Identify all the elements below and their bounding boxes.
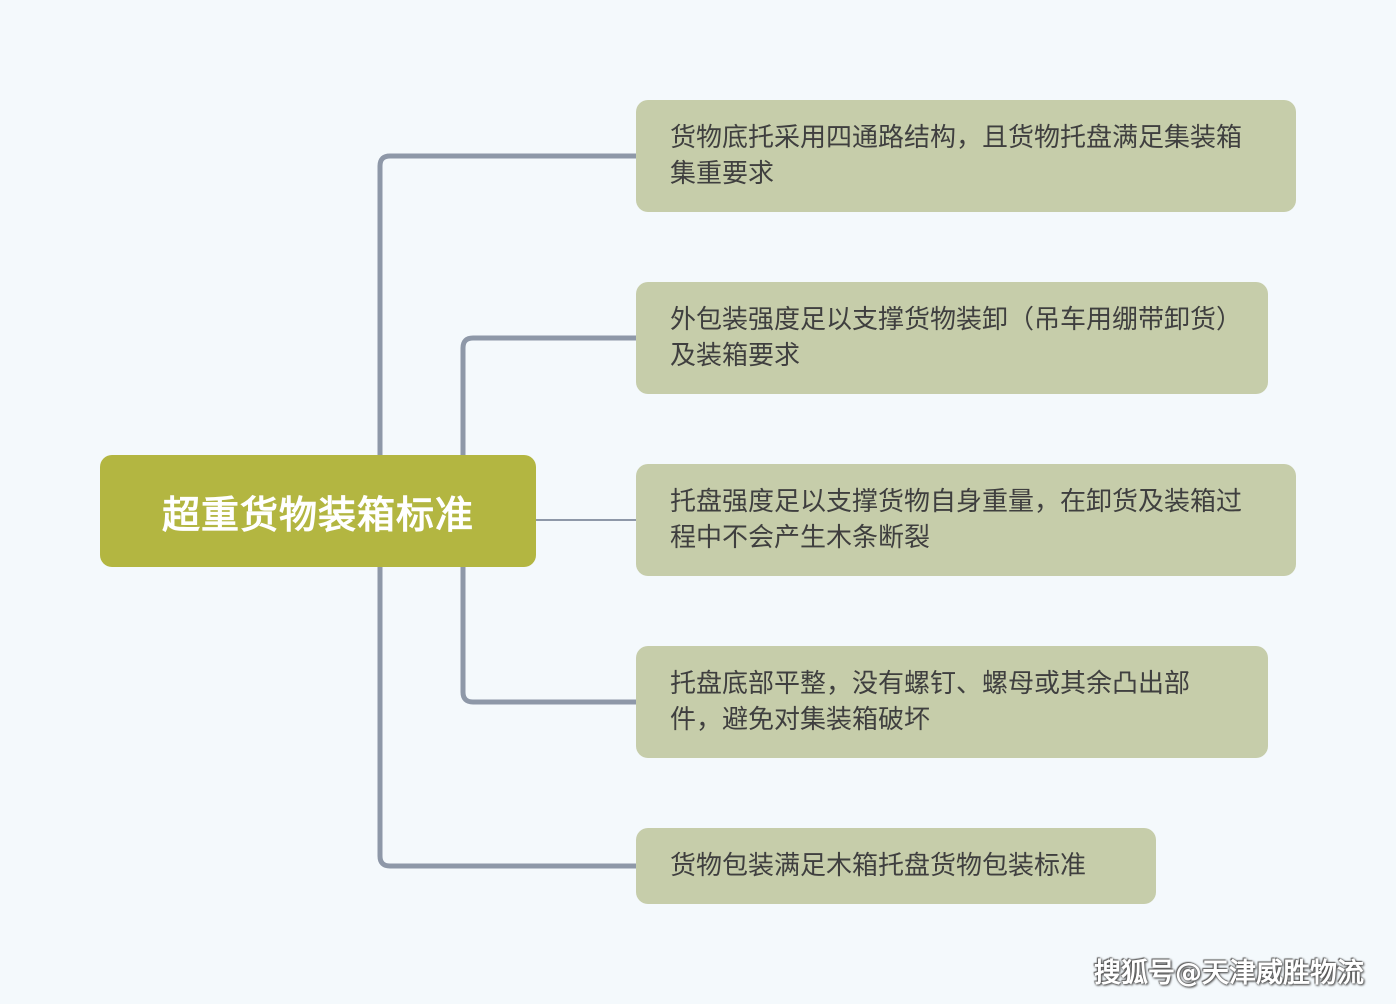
child-node-label: 托盘强度足以支撑货物自身重量，在卸货及装箱过程中不会产生木条断裂 xyxy=(670,487,1243,553)
root-node-label: 超重货物装箱标准 xyxy=(161,492,474,537)
child-node-5[interactable]: 货物包装满足木箱托盘货物包装标准 xyxy=(636,828,1156,904)
root-node[interactable]: 超重货物装箱标准 xyxy=(100,455,536,567)
child-node-3[interactable]: 托盘强度足以支撑货物自身重量，在卸货及装箱过程中不会产生木条断裂 xyxy=(636,464,1296,576)
child-node-1[interactable]: 货物底托采用四通路结构，且货物托盘满足集装箱集重要求 xyxy=(636,100,1296,212)
connector-line-1 xyxy=(377,153,639,458)
connector-line-4 xyxy=(460,564,639,705)
child-node-2[interactable]: 外包装强度足以支撑货物装卸（吊车用绷带卸货）及装箱要求 xyxy=(636,282,1268,394)
watermark: 搜狐号@天津威胜物流 xyxy=(1094,958,1364,989)
child-node-label: 外包装强度足以支撑货物装卸（吊车用绷带卸货）及装箱要求 xyxy=(670,305,1230,371)
child-node-label: 托盘底部平整，没有螺钉、螺母或其余凸出部件，避免对集装箱破坏 xyxy=(670,669,1191,735)
child-node-label: 货物包装满足木箱托盘货物包装标准 xyxy=(670,851,1087,881)
child-node-4[interactable]: 托盘底部平整，没有螺钉、螺母或其余凸出部件，避免对集装箱破坏 xyxy=(636,646,1268,758)
child-node-label: 货物底托采用四通路结构，且货物托盘满足集装箱集重要求 xyxy=(670,123,1243,189)
connector-line-2 xyxy=(460,335,639,458)
connector-line-5 xyxy=(377,564,639,869)
